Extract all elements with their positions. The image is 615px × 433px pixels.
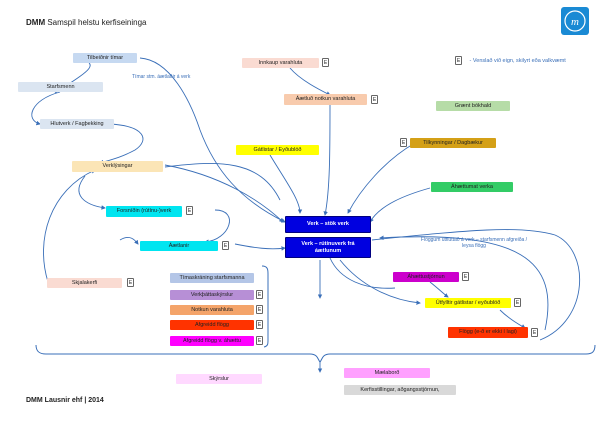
node-flogg-label: Flögg (e-ð er ekki í lagi) bbox=[459, 329, 517, 336]
node-ahaettustjornun-label: Áhættustjórnun bbox=[407, 273, 445, 280]
node-tilbeidnir-timar[interactable]: Tilbeiðnir tímar bbox=[73, 53, 137, 63]
node-verkflysingar[interactable]: Verklýsingar bbox=[72, 161, 163, 172]
node-innkaup-label: Innkaup varahluta bbox=[258, 59, 303, 66]
node-maelabord-label: Mælaborð bbox=[374, 369, 400, 376]
footer-text: DMM Lausnir ehf | 2014 bbox=[26, 397, 104, 404]
node-verk-rutinu-label: Verk – rútínuverk frá áætlunum bbox=[301, 241, 355, 254]
node-ahaettustjornun[interactable]: Áhættustjórnun bbox=[393, 272, 459, 282]
badge-aetlanir: E bbox=[222, 241, 229, 250]
badge-verkthattaskyrslur: E bbox=[256, 290, 263, 299]
node-ahaettumat[interactable]: Áhættumat verka bbox=[431, 182, 513, 192]
note-flogg: Flöggum útfluttað á verk – starfsmenn af… bbox=[420, 237, 528, 249]
page-title: DMM Samspil helstu kerfiseininga bbox=[26, 18, 147, 27]
node-forsnidin[interactable]: Forsníðin (rútínu-)verk bbox=[106, 206, 182, 217]
node-skyrslur-label: Skýrslur bbox=[209, 375, 229, 382]
node-verk-stok[interactable]: Verk – stök verk bbox=[285, 216, 371, 233]
badge-utfyllt-gatlistar: E bbox=[514, 298, 521, 307]
logo-text: m bbox=[571, 16, 579, 28]
legend-badge: E bbox=[455, 56, 462, 65]
node-afgreidd-flogg-ahaettu[interactable]: Afgreidd flögg v. áhættu bbox=[170, 336, 254, 346]
node-gatlistar[interactable]: Gátlistar / Eyðublöð bbox=[236, 145, 319, 155]
node-aetlud-notkun[interactable]: Áætluð notkun varahluta bbox=[284, 94, 367, 105]
node-afgreidd-flogg-label: Afgreidd flögg bbox=[195, 321, 229, 328]
node-utfyllt-gatlistar-label: Útfylltir gátlistar / eyðublöð bbox=[435, 299, 501, 306]
badge-tilkynningar: E bbox=[400, 138, 407, 147]
node-graent-bokhald-label: Grænt bókhald bbox=[454, 102, 492, 109]
node-kerfisstillingar[interactable]: Kerfisstillingar, aðgangsstjórnun, bbox=[344, 385, 456, 395]
node-forsnidin-label: Forsníðin (rútínu-)verk bbox=[116, 208, 172, 215]
node-aetlanir[interactable]: Áætlanir bbox=[140, 241, 218, 251]
node-skjalakerfi[interactable]: Skjalakerfi bbox=[47, 278, 122, 288]
title-text: Samspil helstu kerfiseininga bbox=[47, 18, 147, 27]
node-maelabord[interactable]: Mælaborð bbox=[344, 368, 430, 378]
node-timaskraning[interactable]: Tímaskráning starfsmanna bbox=[170, 273, 254, 283]
node-tilkynningar-label: Tilkynningar / Dagbækur bbox=[423, 139, 483, 146]
node-skyrslur[interactable]: Skýrslur bbox=[176, 374, 262, 384]
node-graent-bokhald[interactable]: Grænt bókhald bbox=[436, 101, 510, 111]
node-flogg[interactable]: Flögg (e-ð er ekki í lagi) bbox=[448, 327, 528, 338]
node-hlutverk[interactable]: Hlutverk / Fagþekking bbox=[40, 119, 114, 129]
node-tilkynningar[interactable]: Tilkynningar / Dagbækur bbox=[410, 138, 496, 148]
brand-name: DMM bbox=[26, 18, 46, 27]
node-verkthattaskyrslur-label: Verkþáttaskýrslur bbox=[190, 291, 234, 298]
note-timar: Tímar stm. áætlaðir á verk bbox=[132, 74, 191, 80]
node-timaskraning-label: Tímaskráning starfsmanna bbox=[179, 274, 245, 281]
badge-skjalakerfi: E bbox=[127, 278, 134, 287]
node-starfsmenn[interactable]: Starfsmenn bbox=[18, 82, 103, 92]
node-aetlanir-label: Áætlanir bbox=[168, 242, 190, 249]
node-gatlistar-label: Gátlistar / Eyðublöð bbox=[253, 146, 302, 153]
node-afgreidd-flogg[interactable]: Afgreidd flögg bbox=[170, 320, 254, 330]
node-verk-stok-label: Verk – stök verk bbox=[307, 221, 349, 228]
node-tilbeidnir-timar-label: Tilbeiðnir tímar bbox=[86, 54, 124, 61]
badge-afgreidd-flogg: E bbox=[256, 320, 263, 329]
badge-flogg: E bbox=[531, 328, 538, 337]
legend-text: - Venslað við eign, skilyrt eða valkvæmt bbox=[469, 58, 566, 64]
node-utfyllt-gatlistar[interactable]: Útfylltir gátlistar / eyðublöð bbox=[425, 298, 511, 308]
badge-forsnidin: E bbox=[186, 206, 193, 215]
badge-innkaup: E bbox=[322, 58, 329, 67]
node-innkaup[interactable]: Innkaup varahluta bbox=[242, 58, 319, 68]
node-verkflysingar-label: Verklýsingar bbox=[102, 163, 133, 170]
node-notkun-varahluta-label: Notkun varahluta bbox=[191, 306, 233, 313]
node-verkthattaskyrslur[interactable]: Verkþáttaskýrslur bbox=[170, 290, 254, 300]
node-aetlud-notkun-label: Áætluð notkun varahluta bbox=[295, 96, 356, 103]
badge-ahaettustjornun: E bbox=[462, 272, 469, 281]
node-starfsmenn-label: Starfsmenn bbox=[46, 83, 75, 90]
node-notkun-varahluta[interactable]: Notkun varahluta bbox=[170, 305, 254, 315]
node-verk-rutinu[interactable]: Verk – rútínuverk frá áætlunum bbox=[285, 237, 371, 258]
badge-afgreidd-flogg-ahaettu: E bbox=[256, 336, 263, 345]
badge-notkun-varahluta: E bbox=[256, 305, 263, 314]
badge-aetlud-notkun: E bbox=[371, 95, 378, 104]
node-afgreidd-flogg-ahaettu-label: Afgreidd flögg v. áhættu bbox=[183, 337, 241, 344]
node-hlutverk-label: Hlutverk / Fagþekking bbox=[50, 120, 104, 127]
legend: E - Venslað við eign, skilyrt eða valkvæ… bbox=[455, 56, 566, 65]
company-logo: m bbox=[561, 7, 589, 35]
node-ahaettumat-label: Áhættumat verka bbox=[451, 183, 493, 190]
node-skjalakerfi-label: Skjalakerfi bbox=[71, 279, 98, 286]
node-kerfisstillingar-label: Kerfisstillingar, aðgangsstjórnun, bbox=[360, 386, 440, 393]
